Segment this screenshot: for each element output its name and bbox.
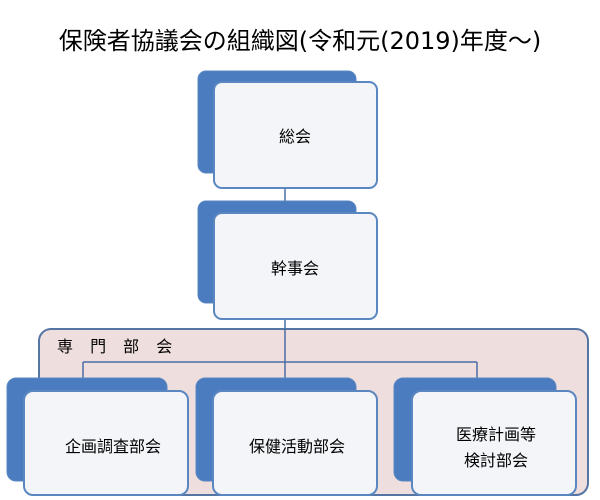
page-title: 保険者協議会の組織図(令和元(2019)年度～) [58,27,542,55]
node-general-assembly: 総会 [197,70,378,189]
node-committee-planning-survey: 企画調査部会 [6,377,189,496]
node-general-assembly-label: 総会 [279,127,311,146]
node-committee-medical-plan-label-line1: 医療計画等 [456,425,536,444]
node-committee-health-activity-label: 保健活動部会 [249,437,345,456]
node-committee-planning-survey-label: 企画調査部会 [65,437,161,456]
committee-group-label: 専 門 部 会 [57,337,178,356]
node-executive-committee: 幹事会 [197,200,378,320]
node-committee-health-activity: 保健活動部会 [195,377,378,496]
node-committee-medical-plan-label-line2: 検討部会 [464,451,528,470]
node-committee-medical-plan: 医療計画等 検討部会 [393,377,577,496]
node-executive-committee-label: 幹事会 [271,259,319,278]
